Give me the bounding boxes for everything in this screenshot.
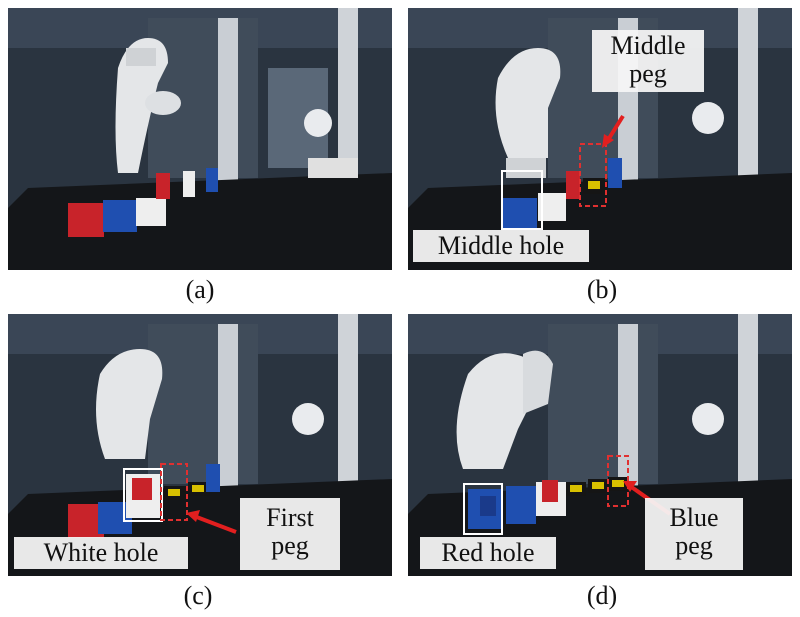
photo-panel-a bbox=[8, 8, 392, 270]
robot-scene-a bbox=[8, 8, 392, 270]
annotation-line: Blue bbox=[669, 503, 719, 532]
annotation-line: Middle bbox=[610, 31, 686, 60]
annotation-red-hole: Red hole bbox=[420, 537, 556, 569]
annotation-line: peg bbox=[629, 59, 667, 88]
panel-caption-a: (a) bbox=[185, 275, 215, 304]
panel-caption-d: (d) bbox=[586, 581, 618, 610]
annotation-white-hole: White hole bbox=[14, 537, 188, 569]
annotation-middle-peg: Middle peg bbox=[592, 30, 704, 92]
annotation-line: First bbox=[266, 503, 314, 532]
panel-caption-b: (b) bbox=[586, 275, 618, 304]
annotation-line: peg bbox=[271, 531, 309, 560]
pointer-arrow bbox=[606, 114, 625, 142]
panel-caption-c: (c) bbox=[183, 581, 213, 610]
robot-scene-b bbox=[408, 8, 792, 270]
pointer-arrow bbox=[193, 514, 237, 534]
annotation-line: peg bbox=[675, 531, 713, 560]
annotation-blue-peg: Blue peg bbox=[645, 498, 743, 570]
annotation-first-peg: First peg bbox=[240, 498, 340, 570]
annotation-middle-hole: Middle hole bbox=[413, 230, 589, 262]
